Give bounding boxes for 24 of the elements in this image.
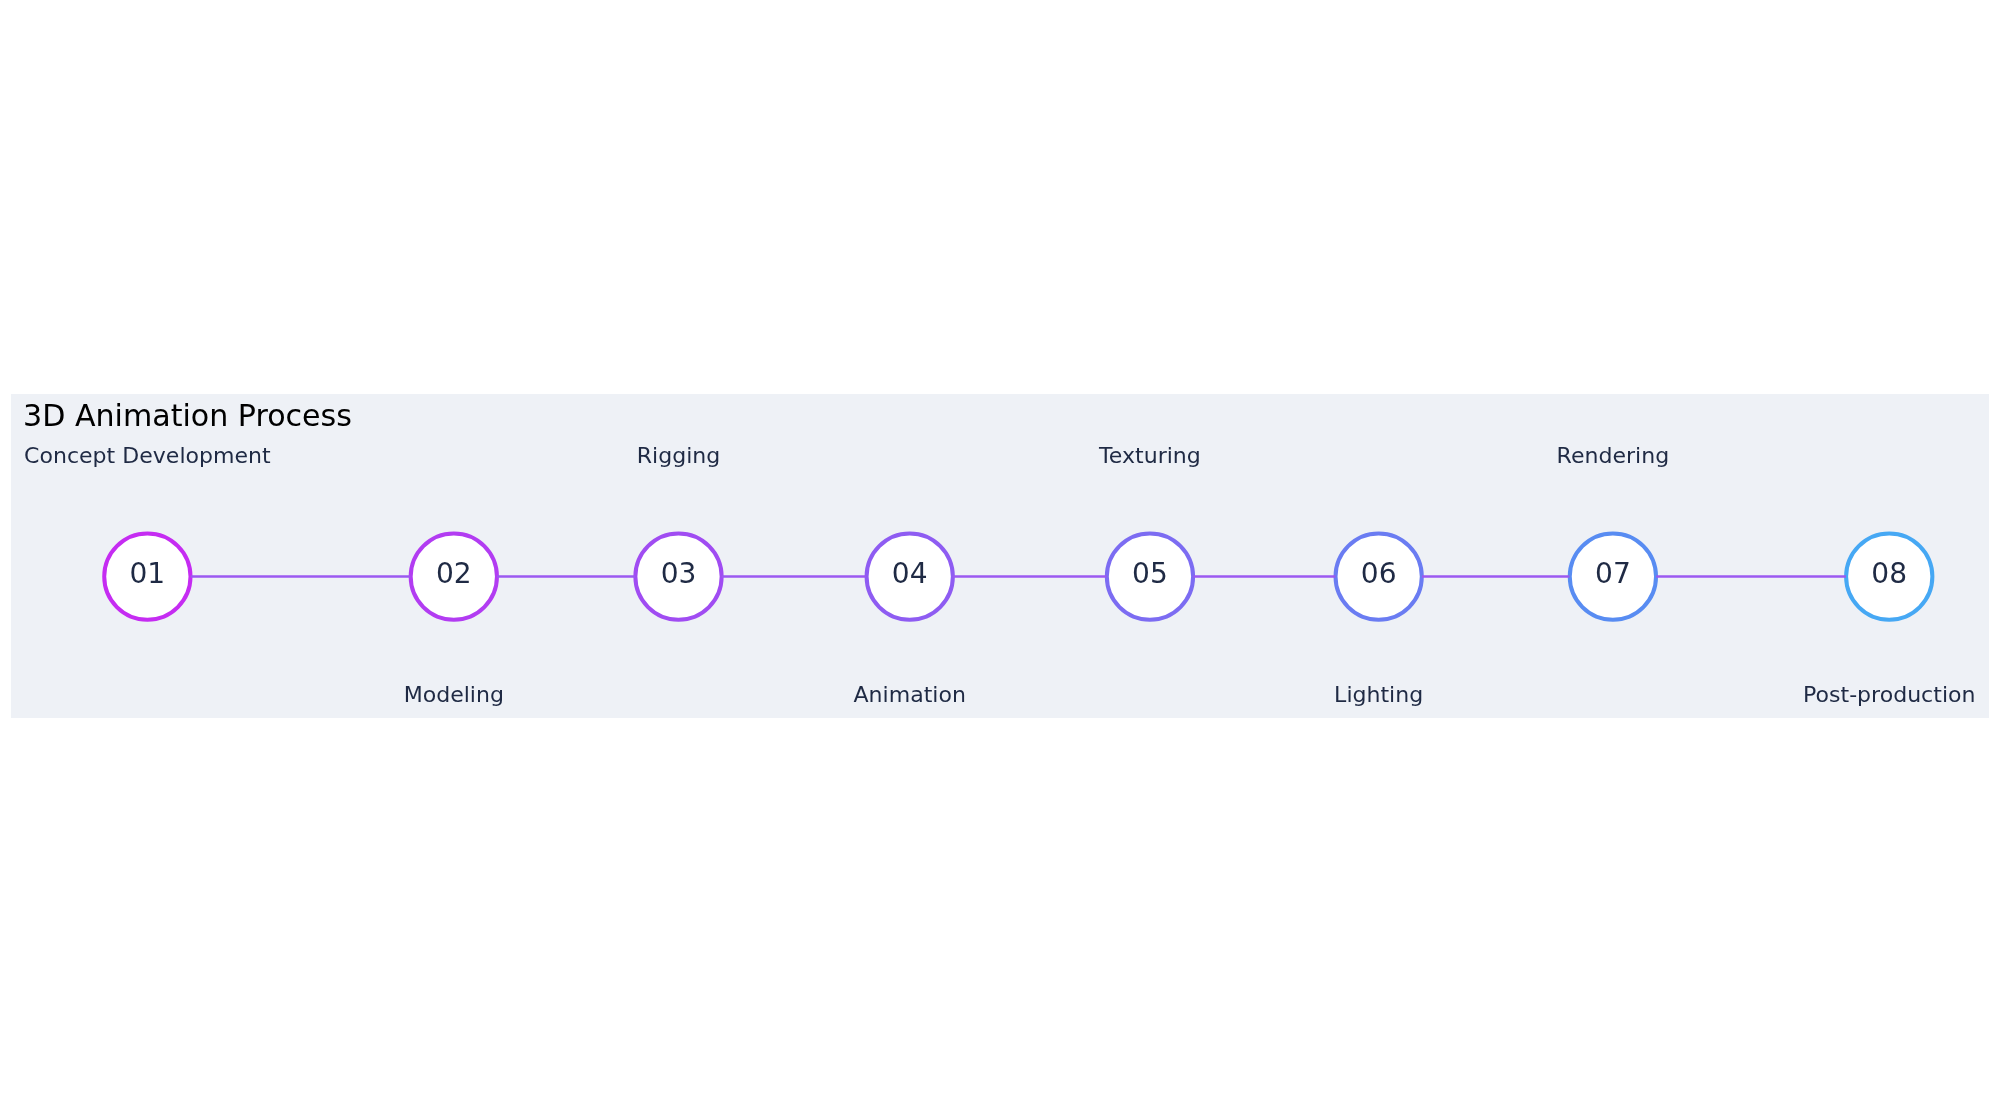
node-circle: 07 <box>1567 530 1659 622</box>
node-label: Post-production <box>1803 681 1976 707</box>
node-circle: 02 <box>408 530 499 622</box>
node-label: Rigging <box>636 442 721 468</box>
connector <box>496 574 636 578</box>
connector <box>1656 574 1846 578</box>
node-circle: 08 <box>1844 530 1935 622</box>
connector <box>1422 574 1570 578</box>
connector <box>721 574 867 578</box>
connector <box>1193 574 1336 578</box>
node-label: Rendering <box>1556 442 1670 468</box>
node-label: Concept Development <box>24 442 271 468</box>
connector <box>190 574 411 578</box>
node-circle: 03 <box>633 530 724 622</box>
connector <box>953 574 1107 578</box>
node-label: Texturing <box>1099 442 1201 468</box>
node-label: Lighting <box>1334 681 1424 707</box>
node-circle: 05 <box>1104 530 1196 622</box>
diagram-title: 3D Animation Process <box>23 397 352 433</box>
node-label: Animation <box>853 681 966 707</box>
node-circle: 04 <box>864 530 955 622</box>
node-circle: 06 <box>1333 530 1424 622</box>
node-circle: 01 <box>102 530 193 622</box>
node-label: Modeling <box>403 681 504 707</box>
